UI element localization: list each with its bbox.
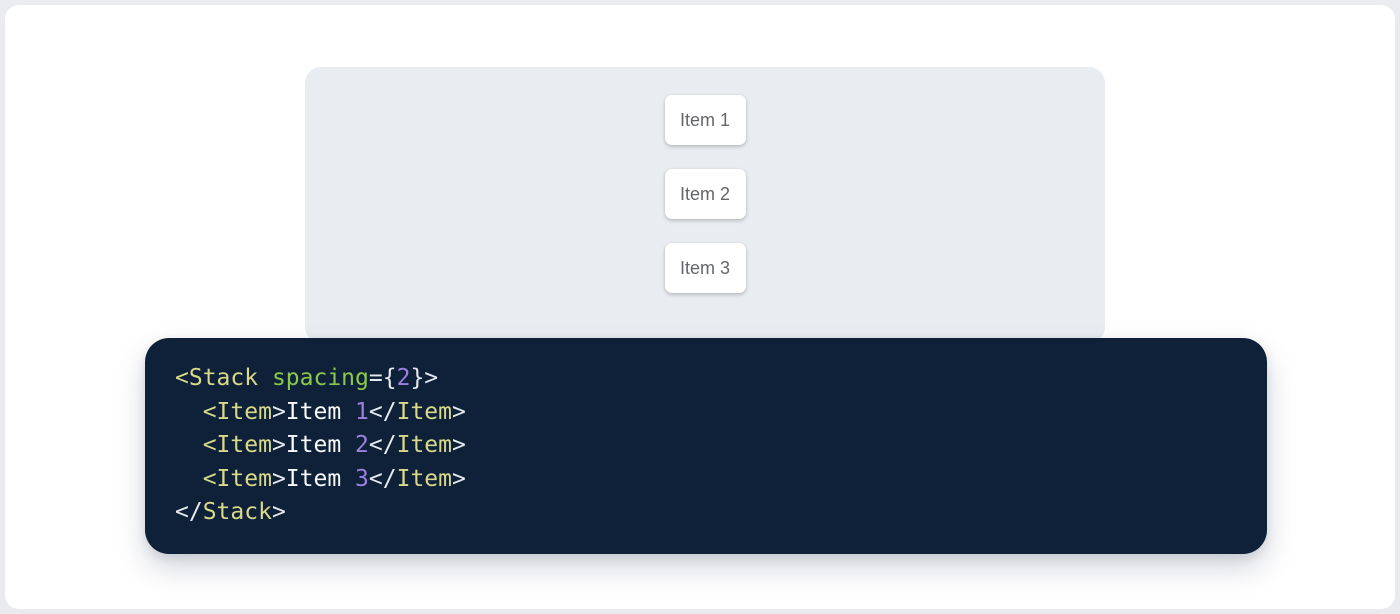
code-token: }> bbox=[410, 365, 439, 391]
code-token: </ bbox=[368, 432, 397, 458]
code-token: <Item bbox=[175, 465, 272, 492]
code-line: <Stack spacing={2}> bbox=[175, 362, 1237, 396]
code-token: > bbox=[452, 432, 466, 458]
code-token: Item bbox=[285, 432, 356, 458]
code-token: </ bbox=[175, 499, 203, 525]
code-token: ={ bbox=[368, 365, 397, 391]
code-token: > bbox=[271, 398, 286, 425]
code-token: Item bbox=[285, 465, 356, 492]
code-token: > bbox=[271, 465, 286, 492]
code-token: 3 bbox=[355, 465, 369, 492]
code-token: Item bbox=[396, 432, 452, 458]
code-line: <Item>Item 3</Item> bbox=[175, 463, 1237, 497]
code-token: 2 bbox=[355, 432, 369, 458]
code-block: <Stack spacing={2}> <Item>Item 1</Item> … bbox=[145, 338, 1267, 554]
code-token: spacing bbox=[258, 365, 369, 391]
code-line: </Stack> bbox=[175, 496, 1237, 530]
stack-item-card: Item 2 bbox=[664, 169, 746, 219]
stack-item-card: Item 1 bbox=[664, 95, 746, 145]
code-token: <Stack bbox=[175, 365, 259, 391]
page-card: Item 1 Item 2 Item 3 <Stack spacing={2}>… bbox=[5, 5, 1395, 609]
code-token: Item bbox=[396, 398, 452, 425]
code-token: > bbox=[271, 432, 286, 458]
code-token: 1 bbox=[355, 398, 369, 425]
code-token: </ bbox=[368, 465, 397, 492]
code-token: Item bbox=[396, 465, 452, 492]
code-token: Item bbox=[285, 398, 356, 425]
code-token: > bbox=[271, 499, 286, 525]
stack-item-label: Item 2 bbox=[679, 183, 731, 204]
code-token: </ bbox=[368, 398, 397, 425]
stack-demo-panel: Item 1 Item 2 Item 3 bbox=[305, 67, 1105, 343]
code-line: <Item>Item 2</Item> bbox=[175, 429, 1237, 463]
code-token: > bbox=[452, 398, 466, 425]
code-token: > bbox=[452, 465, 466, 492]
code-token: <Item bbox=[175, 398, 272, 425]
code-token: 2 bbox=[396, 365, 411, 391]
stack-item-label: Item 1 bbox=[679, 109, 731, 130]
code-token: <Item bbox=[175, 432, 272, 458]
code-token: Stack bbox=[202, 499, 272, 525]
code-line: <Item>Item 1</Item> bbox=[175, 396, 1237, 430]
stack-item-label: Item 3 bbox=[679, 257, 731, 278]
stack-item-card: Item 3 bbox=[664, 243, 746, 293]
